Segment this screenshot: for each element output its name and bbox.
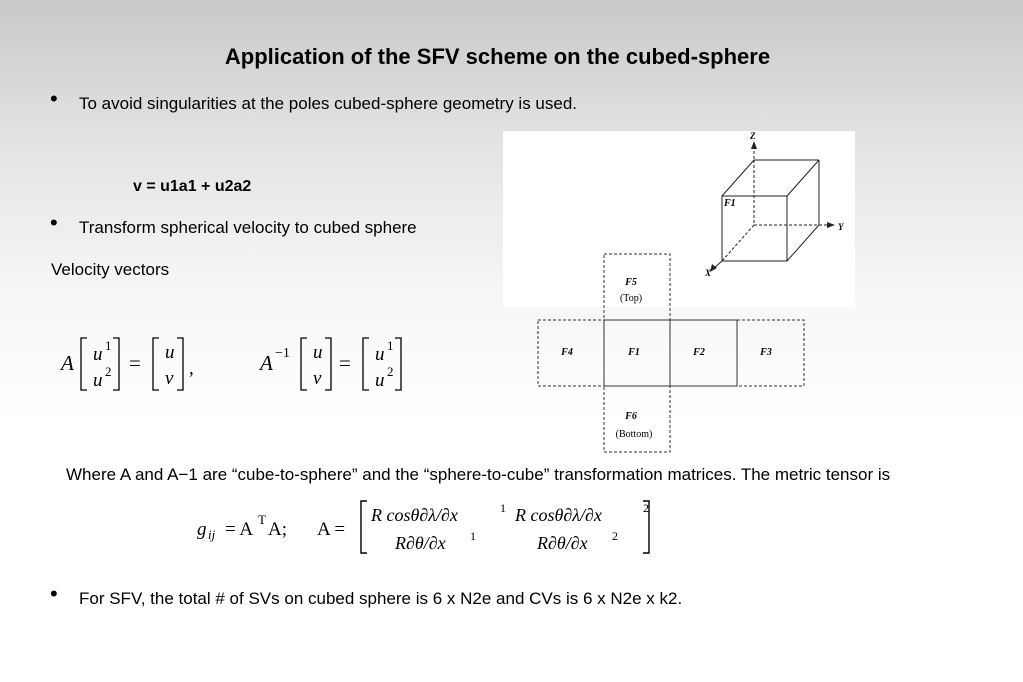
velocity-matrix-formula: A u 1 u 2 = u v , A −1 u v = u 1 u 2 bbox=[59, 337, 402, 391]
matrix-m21: R∂θ/∂x bbox=[394, 533, 446, 553]
metric-g-sub: ij bbox=[208, 527, 216, 542]
comma: , bbox=[189, 358, 194, 379]
bullet-dot: • bbox=[50, 210, 58, 235]
bullet-sfv-counts: For SFV, the total # of SVs on cubed sph… bbox=[79, 589, 683, 608]
x-axis-arrow bbox=[710, 264, 717, 272]
face-right2 bbox=[736, 319, 805, 387]
face-center-label: F1 bbox=[627, 347, 640, 358]
matrix-m11-sup: 1 bbox=[500, 501, 506, 515]
vec-u1-sup: 1 bbox=[387, 338, 394, 353]
matrix-A-eq: A = bbox=[317, 519, 345, 540]
vec-u2: u bbox=[375, 370, 385, 391]
vec-v: v bbox=[313, 368, 322, 389]
bullet-dot: • bbox=[50, 581, 58, 606]
bullet-dot: • bbox=[50, 86, 58, 111]
page-title: Application of the SFV scheme on the cub… bbox=[224, 44, 771, 69]
matrix-m22-sup: 2 bbox=[612, 529, 618, 543]
face-left bbox=[537, 319, 605, 387]
matrix-m21-sup: 1 bbox=[470, 529, 476, 543]
vec-u: u bbox=[313, 342, 323, 363]
face-bottom bbox=[603, 385, 671, 453]
face-right1-label: F2 bbox=[692, 347, 705, 358]
x-axis-label: X bbox=[704, 268, 712, 278]
equals-sign: = bbox=[129, 351, 141, 375]
matrix-m12: R cosθ∂λ/∂x bbox=[514, 505, 602, 525]
cube-face-label: F1 bbox=[723, 198, 736, 209]
vec-u1-sup: 1 bbox=[105, 338, 112, 353]
y-axis-arrow bbox=[827, 222, 835, 228]
face-bottom-sublabel: (Bottom) bbox=[616, 429, 653, 440]
face-right2-label: F3 bbox=[759, 347, 772, 358]
bullet-cubed-sphere-intro: To avoid singularities at the poles cube… bbox=[79, 94, 578, 113]
matrix-A-inverse: A bbox=[258, 351, 273, 375]
matrix-A: A bbox=[59, 351, 74, 375]
transformation-description: Where A and A−1 are “cube-to-sphere” and… bbox=[66, 465, 891, 484]
matrix-m11: R cosθ∂λ/∂x bbox=[370, 505, 458, 525]
metric-A-end: A; bbox=[268, 519, 287, 540]
vec-u: u bbox=[165, 342, 175, 363]
vec-u2-sup: 2 bbox=[105, 364, 112, 379]
metric-tensor-formula: g ij = A T A; A = R cosθ∂λ/∂x 1 R cosθ∂λ… bbox=[197, 500, 650, 554]
matrix-m12-sup: 2 bbox=[643, 501, 649, 515]
face-bottom-label: F6 bbox=[624, 411, 637, 422]
matrix-m22: R∂θ/∂x bbox=[536, 533, 588, 553]
face-left-label: F4 bbox=[560, 347, 573, 358]
face-top-sublabel: (Top) bbox=[620, 293, 642, 304]
cubed-sphere-figure: Z Y X F1 F5 F4 F1 F2 F3 F6 (Top) (Bottom… bbox=[537, 131, 845, 453]
vec-v: v bbox=[165, 368, 174, 389]
inverse-sup: −1 bbox=[275, 346, 290, 361]
face-top bbox=[603, 253, 671, 321]
z-axis-arrow bbox=[751, 141, 757, 149]
bullet-transform-velocity: Transform spherical velocity to cubed sp… bbox=[79, 218, 417, 237]
vec-u2-sup: 2 bbox=[387, 364, 394, 379]
vec-u2: u bbox=[93, 370, 103, 391]
metric-g: g bbox=[197, 519, 207, 540]
velocity-equation: v = u1a1 + u2a2 bbox=[133, 178, 252, 195]
transpose-sup: T bbox=[258, 512, 266, 527]
equals-sign: = bbox=[339, 351, 351, 375]
z-axis-label: Z bbox=[749, 131, 756, 141]
face-top-label: F5 bbox=[624, 277, 637, 288]
metric-eq-A: = A bbox=[225, 519, 253, 540]
vec-u1: u bbox=[375, 344, 385, 365]
vec-u1: u bbox=[93, 344, 103, 365]
velocity-vectors-label: Velocity vectors bbox=[51, 260, 170, 279]
y-axis-label: Y bbox=[838, 222, 845, 232]
